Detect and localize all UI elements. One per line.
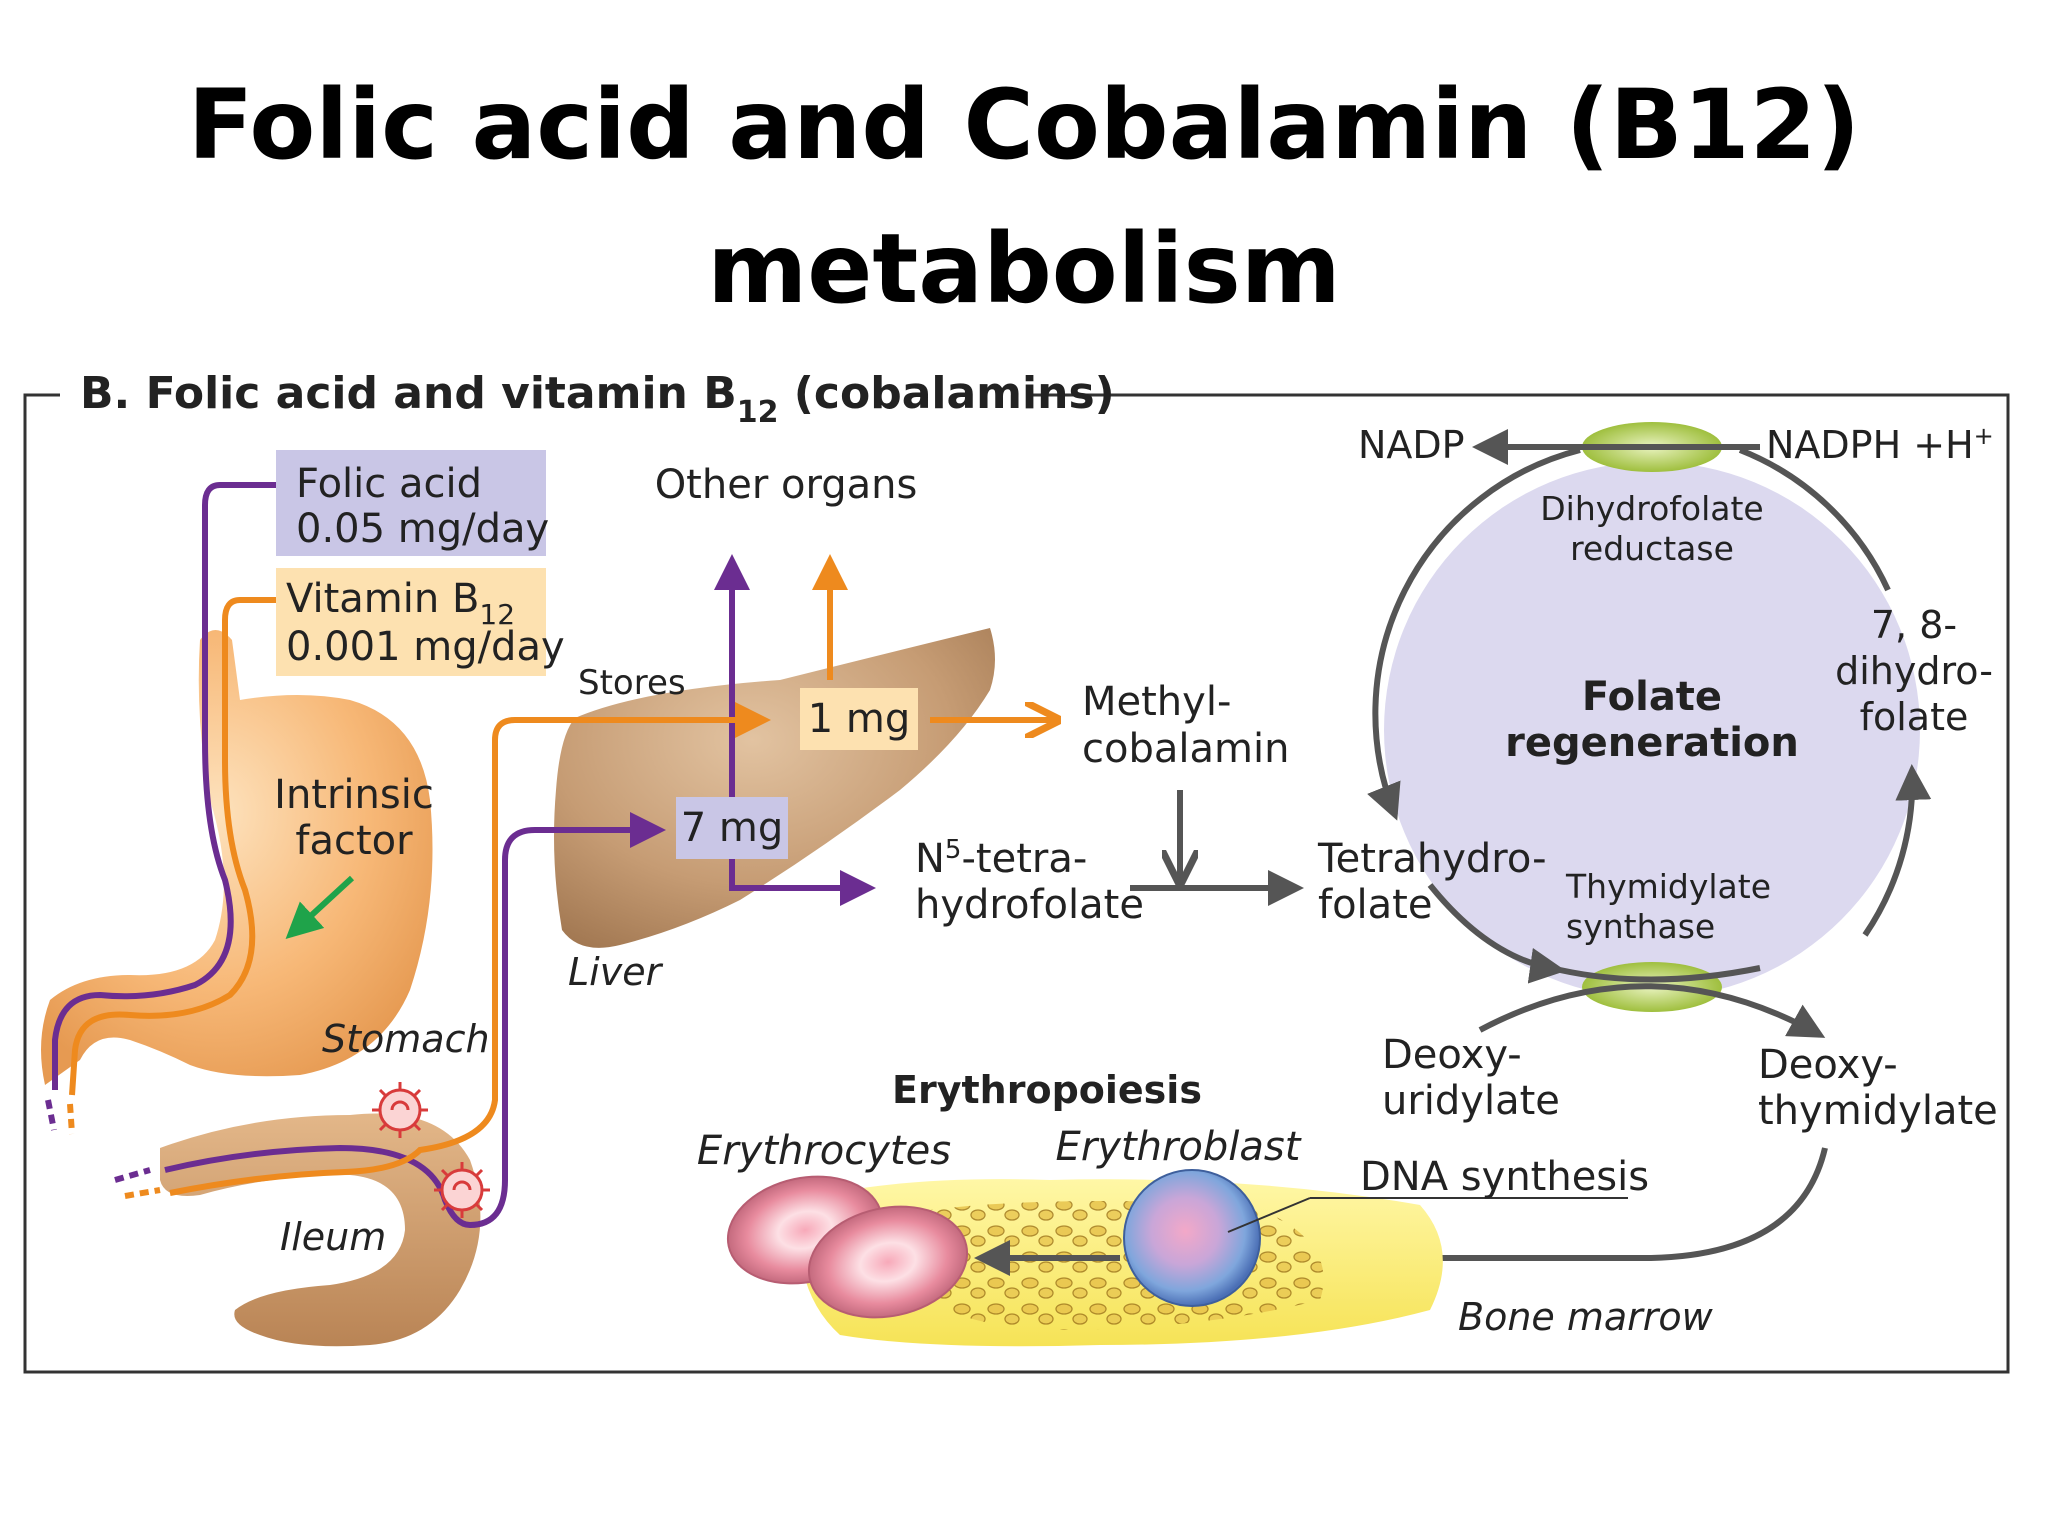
ileum-purple-dash [114, 1167, 151, 1183]
cycle-bottom-through [1559, 965, 1761, 983]
deoxythymidylate-label-1: Deoxy- [1758, 1042, 1898, 1088]
dihydrofolate-label-1: 7, 8- [1871, 603, 1957, 647]
folate-regeneration-label-1: Folate [1582, 674, 1722, 720]
page-title-line-1: Folic acid and Cobalamin (B12) [188, 69, 1861, 181]
nadp-label: NADP [1358, 423, 1465, 467]
b12-store-box [800, 688, 918, 750]
stomach-purple-dash [45, 1099, 57, 1131]
erythrocyte-cell-2 [807, 1205, 969, 1319]
panel-label: B. Folic acid and vitamin B12 (cobalamin… [80, 368, 1115, 430]
intrinsic-factor-label-1: Intrinsic [274, 772, 434, 818]
bone-marrow-texture [912, 1201, 1324, 1330]
other-organs-label: Other organs [655, 462, 918, 508]
receptor-icon [434, 1162, 490, 1218]
b12-ileum-path [169, 702, 771, 1196]
methylcobalamin-label-2: cobalamin [1082, 726, 1289, 772]
intrinsic-factor-label-2: factor [295, 818, 413, 864]
cycle-arc-top-right [1738, 447, 1891, 592]
folic-acid-label: Folic acid [296, 461, 482, 507]
bone-marrow-label: Bone marrow [1458, 1295, 1714, 1339]
dihydrofolate-label-2: dihydro- [1835, 649, 1993, 693]
dump-to-dtmp-arrow [1478, 983, 1826, 1038]
tetrahydrofolate-label-1: Tetrahydro- [1317, 836, 1547, 882]
folic-acid-amount: 0.05 mg/day [296, 506, 549, 552]
ileum-orange-dash [124, 1187, 161, 1199]
receptor-icon [372, 1082, 428, 1138]
erythropoiesis-label: Erythropoiesis [892, 1068, 1202, 1112]
vitamin-b12-box [276, 568, 546, 676]
erythroblast-cell [1123, 1169, 1261, 1307]
deoxyuridylate-label-2: uridylate [1382, 1078, 1560, 1124]
folate-regeneration-disc [1384, 462, 1920, 998]
nadph-label: NADPH +H+ [1766, 422, 1994, 467]
dihydrofolate-label-3: folate [1860, 695, 1969, 739]
folate-store-value: 7 mg [681, 805, 784, 851]
deoxyuridylate-label-1: Deoxy- [1382, 1032, 1522, 1078]
folic-acid-box [276, 450, 546, 556]
liver-label: Liver [568, 950, 664, 994]
stores-label: Stores [578, 663, 686, 703]
folic-acid-path [52, 482, 278, 1090]
dhfr-label-2: reductase [1570, 529, 1734, 568]
ts-label-1: Thymidylate [1565, 867, 1771, 906]
tetrahydrofolate-label-2: folate [1318, 882, 1432, 928]
cycle-arc-left [1367, 447, 1581, 821]
folate-to-n5-arrow [729, 850, 876, 906]
erythrocytes-label: Erythrocytes [697, 1128, 951, 1174]
deoxythymidylate-label-2: thymidylate [1758, 1088, 1998, 1134]
page-title-line-2: metabolism [707, 213, 1340, 325]
dna-synthesis-label: DNA synthesis [1360, 1154, 1649, 1200]
folate-regeneration-label-2: regeneration [1505, 720, 1799, 766]
stomach-label: Stomach [322, 1017, 490, 1061]
n5-thf-label-1: N5-tetra- [915, 835, 1087, 882]
methylcobalamin-label-1: Methyl- [1082, 679, 1231, 725]
n5-thf-label-2: hydrofolate [915, 882, 1144, 928]
ts-label-2: synthase [1566, 907, 1715, 946]
folate-store-box [676, 797, 788, 859]
cycle-arc-right [1862, 764, 1932, 937]
b12-store-value: 1 mg [808, 696, 911, 742]
panel-frame [23, 393, 2010, 1374]
dhfr-label-1: Dihydrofolate [1540, 489, 1763, 528]
b12-path [69, 597, 278, 1096]
vitamin-b12-amount: 0.001 mg/day [286, 624, 565, 670]
erythroblast-label: Erythroblast [1056, 1124, 1302, 1170]
vitamin-b12-label: Vitamin B12 [286, 576, 515, 631]
dtmp-to-dna-arrow [1318, 1147, 1828, 1258]
dna-synthesis-pointer [1227, 1197, 1311, 1233]
ileum-label: Ileum [280, 1215, 386, 1259]
intrinsic-factor-arrow [285, 875, 355, 940]
ileum-organ [160, 1113, 481, 1347]
cycle-arc-bottom [1427, 883, 1566, 984]
stomach-orange-dash [67, 1103, 75, 1135]
